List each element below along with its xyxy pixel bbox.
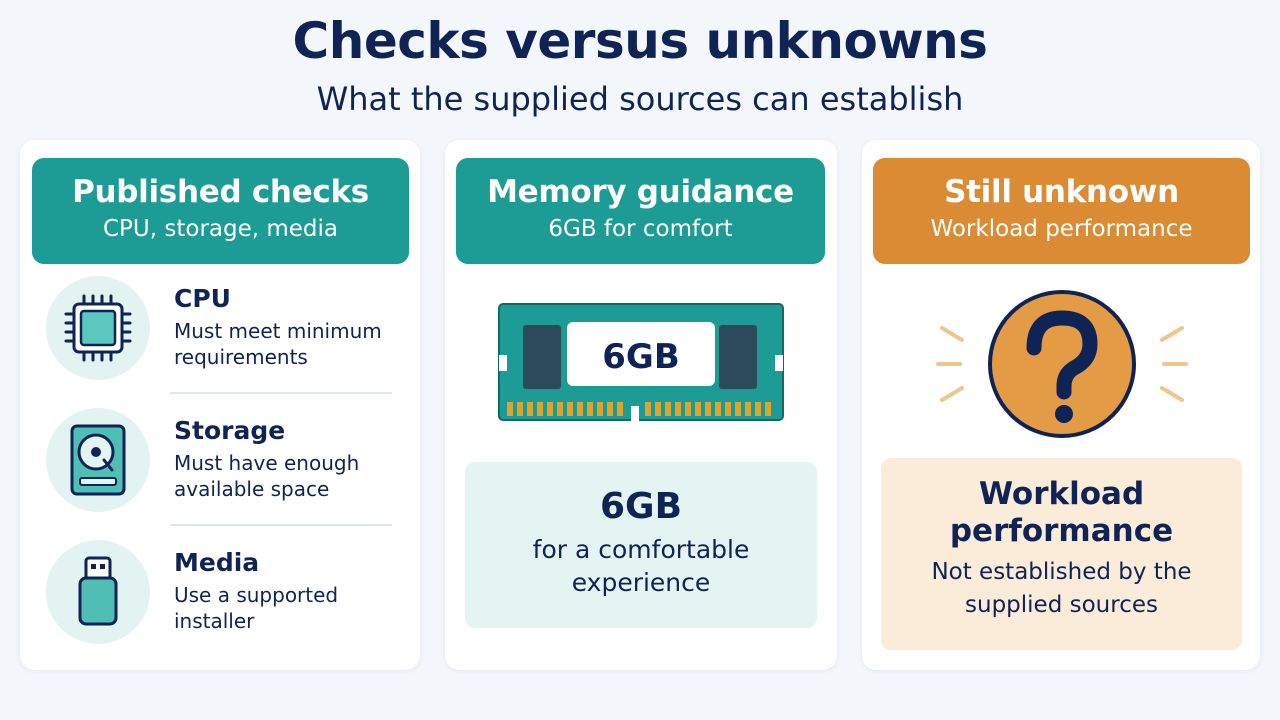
- divider: [170, 392, 392, 394]
- memory-guidance-header: Memory guidance 6GB for comfort: [456, 158, 825, 264]
- still-unknown-header: Still unknown Workload performance: [873, 158, 1250, 264]
- unknown-box-title: Workload performance: [949, 476, 1174, 549]
- usb-drive-icon: [78, 556, 118, 626]
- published-checks-subtitle: CPU, storage, media: [102, 216, 339, 242]
- memory-description: for a comfortable experience: [532, 535, 750, 597]
- memory-guidance-subtitle: 6GB for comfort: [548, 216, 733, 242]
- check-item-name: Media: [174, 548, 260, 577]
- check-item-desc: Must have enough available space: [174, 451, 360, 501]
- question-mark-icon: [936, 290, 1188, 438]
- check-item-desc: Use a supported installer: [174, 583, 339, 633]
- check-item-media: Media Use a supported installer: [46, 540, 396, 650]
- page-subtitle: What the supplied sources can establish: [316, 80, 964, 118]
- cpu-chip-icon: [64, 294, 132, 362]
- memory-info-box: 6GB for a comfortable experience: [465, 462, 817, 628]
- still-unknown-subtitle: Workload performance: [930, 216, 1193, 242]
- check-item-name: Storage: [174, 416, 286, 445]
- check-item-desc: Must meet minimum requirements: [174, 319, 382, 369]
- ram-module-icon: [498, 303, 784, 422]
- published-checks-header: Published checks CPU, storage, media: [32, 158, 409, 264]
- still-unknown-title: Still unknown: [944, 174, 1179, 210]
- memory-value: 6GB: [599, 486, 683, 527]
- published-checks-panel: Published checks CPU, storage, media CPU…: [20, 140, 420, 670]
- unknown-box-description: Not established by the supplied sources: [931, 559, 1192, 618]
- page-title: Checks versus unknowns: [292, 12, 988, 70]
- check-item-cpu: CPU Must meet minimum requirements: [46, 276, 396, 386]
- hard-drive-icon: [70, 424, 126, 496]
- memory-guidance-panel: Memory guidance 6GB for comfort 6GB 6GB …: [445, 140, 837, 670]
- divider: [170, 524, 392, 526]
- memory-guidance-title: Memory guidance: [487, 174, 794, 210]
- check-item-storage: Storage Must have enough available space: [46, 408, 396, 518]
- still-unknown-panel: Still unknown Workload performance Workl…: [862, 140, 1260, 670]
- ram-module-label: 6GB: [602, 337, 680, 377]
- unknown-info-box: Workload performance Not established by …: [881, 458, 1242, 650]
- check-item-name: CPU: [174, 284, 231, 313]
- published-checks-title: Published checks: [72, 174, 369, 210]
